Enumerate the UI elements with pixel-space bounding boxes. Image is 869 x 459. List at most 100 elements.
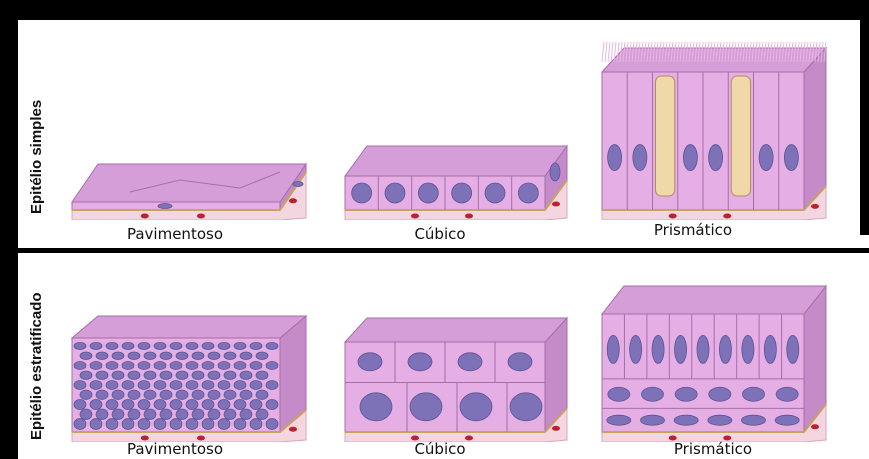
block-top-face <box>602 286 826 314</box>
nucleus <box>202 400 214 410</box>
nucleus <box>80 371 92 380</box>
nucleus <box>202 362 214 370</box>
nucleus <box>90 400 102 410</box>
nucleus <box>708 415 732 425</box>
blood-vessel <box>141 214 149 219</box>
nucleus <box>234 381 246 390</box>
nucleus <box>266 419 278 430</box>
caption-simple-columnar: Prismático <box>593 221 793 239</box>
blood-vessel <box>411 214 419 219</box>
nucleus <box>154 343 166 350</box>
left-frame-bar <box>0 0 18 459</box>
nucleus <box>80 352 92 360</box>
nucleus <box>144 371 156 380</box>
block-front-face <box>72 202 280 210</box>
blood-vessel <box>197 214 205 219</box>
cilium <box>602 42 604 62</box>
cilium <box>605 42 607 62</box>
nucleus <box>208 409 220 420</box>
nucleus <box>759 145 773 171</box>
nucleus <box>630 335 642 363</box>
nucleus <box>176 390 188 400</box>
nucleus <box>74 343 86 350</box>
simple-squamous-illustration <box>70 160 310 220</box>
nucleus <box>234 362 246 370</box>
simple-columnar-illustration <box>600 38 830 220</box>
nucleus <box>158 204 172 209</box>
top-frame-bar <box>0 0 869 20</box>
nucleus <box>106 419 118 430</box>
blood-vessel <box>669 214 677 219</box>
nucleus <box>218 400 230 410</box>
nucleus <box>170 362 182 370</box>
nucleus <box>144 409 156 420</box>
nucleus <box>144 352 156 360</box>
nucleus <box>256 371 268 380</box>
blood-vessel <box>552 426 560 431</box>
nucleus <box>224 409 236 420</box>
nucleus <box>138 343 150 350</box>
caption-stratified-columnar: Prismático <box>613 440 813 458</box>
nucleus <box>138 381 150 390</box>
nucleus <box>192 371 204 380</box>
nucleus <box>642 387 664 401</box>
nucleus <box>641 415 665 425</box>
nucleus <box>742 335 754 363</box>
nucleus <box>74 419 86 430</box>
nucleus <box>458 353 482 371</box>
nucleus <box>776 387 798 401</box>
nucleus <box>176 371 188 380</box>
blood-vessel <box>552 202 560 207</box>
block-top-face <box>72 164 306 202</box>
nucleus <box>122 362 134 370</box>
nucleus <box>154 400 166 410</box>
nucleus <box>106 400 118 410</box>
nucleus <box>266 400 278 410</box>
nucleus <box>674 415 698 425</box>
nucleus <box>170 419 182 430</box>
blood-vessel <box>465 214 473 219</box>
nucleus <box>170 400 182 410</box>
nucleus <box>106 343 118 350</box>
nucleus <box>352 183 372 203</box>
nucleus <box>719 335 731 363</box>
nucleus <box>360 393 392 421</box>
nucleus <box>256 390 268 400</box>
nucleus <box>90 381 102 390</box>
nucleus <box>186 419 198 430</box>
nucleus <box>224 371 236 380</box>
nucleus <box>224 390 236 400</box>
nucleus <box>122 419 134 430</box>
caption-simple-squamous: Pavimentoso <box>75 225 275 243</box>
nucleus <box>192 409 204 420</box>
nucleus <box>122 400 134 410</box>
nucleus <box>112 390 124 400</box>
nucleus <box>112 409 124 420</box>
nucleus <box>256 352 268 360</box>
nucleus <box>775 415 799 425</box>
blood-vessel <box>289 198 297 203</box>
nucleus <box>234 343 246 350</box>
nucleus <box>74 362 86 370</box>
goblet-cell <box>656 76 675 196</box>
nucleus <box>764 335 776 363</box>
nucleus <box>240 390 252 400</box>
nucleus <box>128 409 140 420</box>
blood-vessel <box>289 427 297 432</box>
nucleus <box>160 409 172 420</box>
nucleus <box>176 352 188 360</box>
nucleus <box>80 409 92 420</box>
nucleus <box>186 343 198 350</box>
caption-stratified-cuboidal: Cúbico <box>340 440 540 458</box>
nucleus <box>74 400 86 410</box>
nucleus <box>138 400 150 410</box>
nucleus <box>96 352 108 360</box>
nucleus <box>408 353 432 371</box>
nucleus <box>144 390 156 400</box>
nucleus <box>128 352 140 360</box>
nucleus <box>218 343 230 350</box>
block-front-face <box>602 314 804 432</box>
row-label-simple: Epitélio simples <box>28 100 45 214</box>
nucleus <box>608 145 622 171</box>
nucleus <box>784 145 798 171</box>
